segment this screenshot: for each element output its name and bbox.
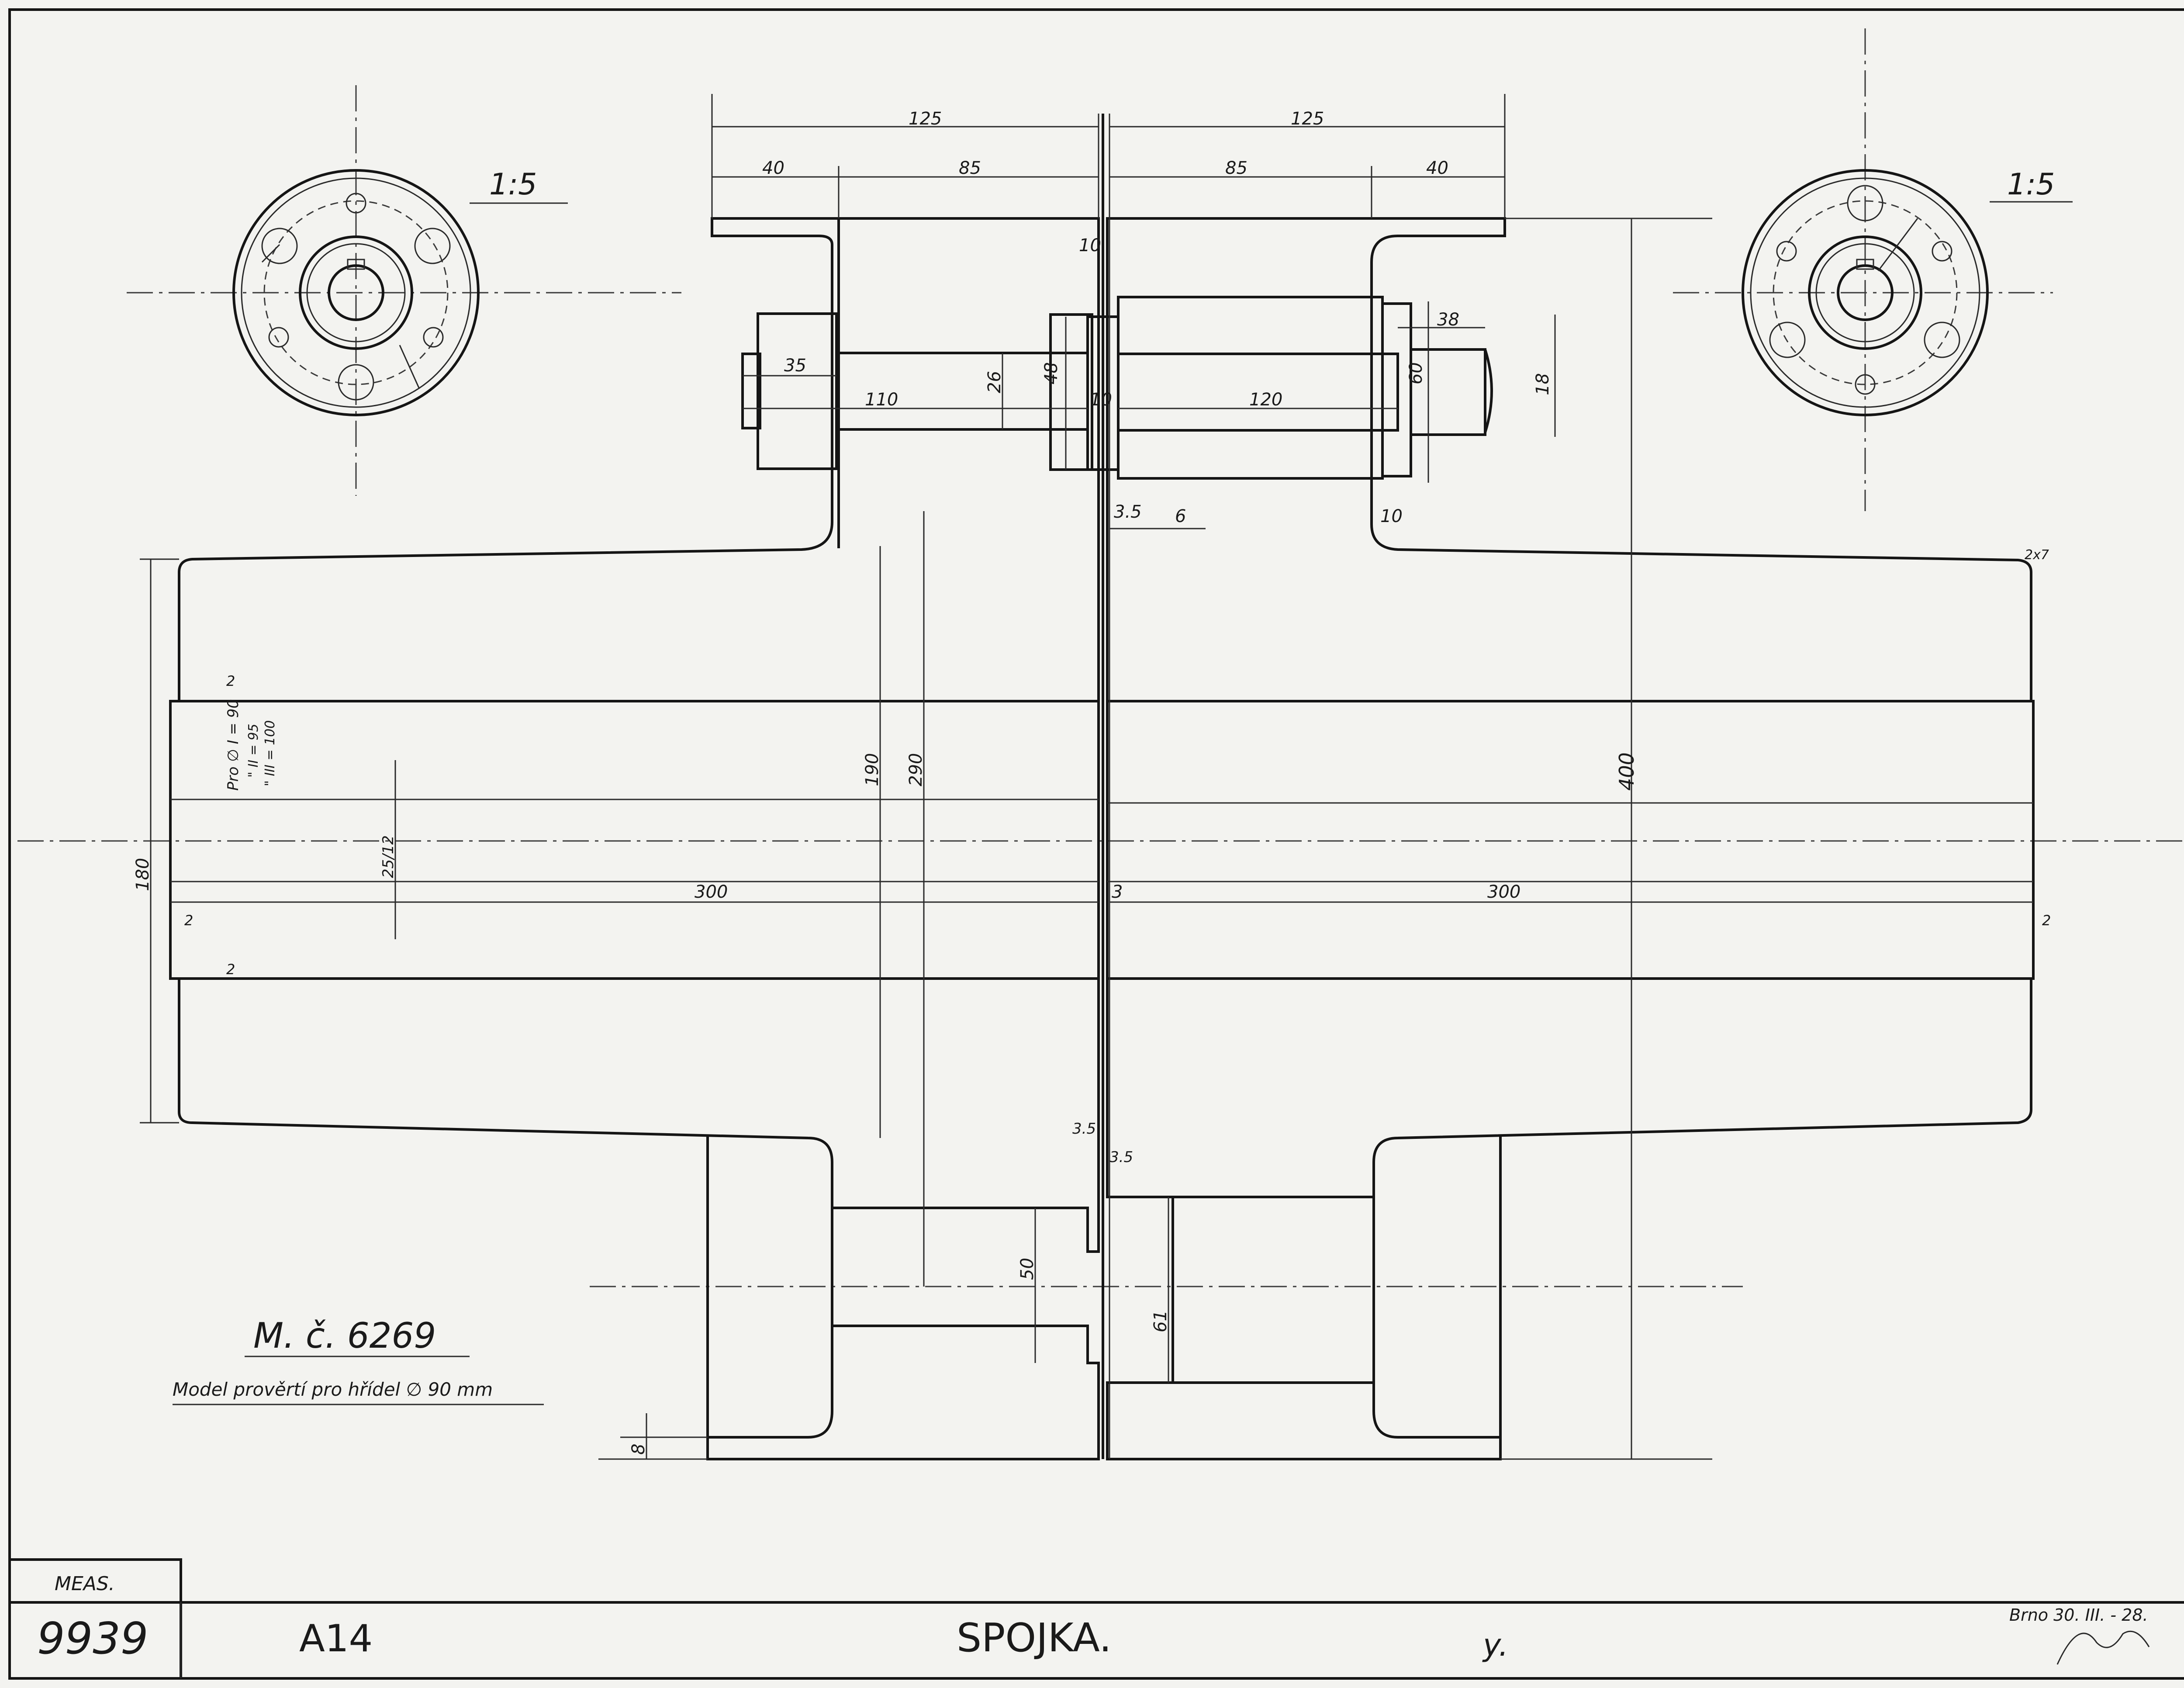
svg-text:50: 50 <box>1017 1258 1037 1280</box>
svg-text:2: 2 <box>226 673 235 689</box>
svg-text:110: 110 <box>865 390 898 410</box>
svg-text:40: 40 <box>762 158 784 178</box>
right-bush-lower <box>1117 429 1384 480</box>
svg-text:290: 290 <box>906 753 926 786</box>
svg-text:38: 38 <box>1437 310 1459 330</box>
svg-text:61: 61 <box>1151 1310 1171 1332</box>
svg-text:8: 8 <box>629 1444 649 1455</box>
svg-text:48: 48 <box>1041 362 1061 384</box>
model-note: Model prověrtí pro hřídel ∅ 90 mm <box>173 1379 493 1400</box>
bore-note-1: Pro ∅ I = 90 <box>225 699 242 791</box>
signature-scribble <box>2056 1630 2150 1665</box>
svg-text:10: 10 <box>1090 390 1112 410</box>
svg-text:10: 10 <box>1079 235 1101 256</box>
svg-text:85: 85 <box>1225 158 1248 178</box>
svg-text:2: 2 <box>184 912 193 929</box>
svg-text:2x7: 2x7 <box>2025 547 2049 563</box>
scale-label-left: 1:5 <box>489 167 537 202</box>
svg-text:300: 300 <box>1487 882 1521 902</box>
drawing-title: SPOJKA. <box>957 1615 1112 1661</box>
svg-text:35: 35 <box>784 356 806 376</box>
drawing-number: 9939 <box>37 1613 149 1664</box>
sheet-code: A14 <box>299 1617 373 1660</box>
svg-text:300: 300 <box>695 882 728 902</box>
model-number: M. č. 6269 <box>253 1315 436 1356</box>
right-bush-upper <box>1117 296 1384 355</box>
meas-label: MEAS. <box>55 1573 115 1595</box>
svg-text:3.5: 3.5 <box>1109 1148 1133 1166</box>
left-bolt-nut <box>757 312 838 470</box>
right-lower-flange <box>1106 977 2032 1460</box>
sheet-border <box>8 8 2184 1680</box>
right-upper-flange <box>1106 217 2032 702</box>
dimension-labels: 125 125 40 85 85 40 10 35 26 48 110 10 1… <box>133 109 2051 1455</box>
svg-text:190: 190 <box>862 753 882 786</box>
svg-text:85: 85 <box>959 158 981 178</box>
svg-text:3: 3 <box>1112 882 1123 902</box>
scale-label-right: 1:5 <box>2007 167 2055 202</box>
coupling-section <box>17 94 2184 1460</box>
left-lower-flange <box>178 977 1100 1460</box>
svg-text:6: 6 <box>1175 506 1186 526</box>
svg-text:125: 125 <box>909 109 942 129</box>
svg-text:120: 120 <box>1249 390 1282 410</box>
svg-text:40: 40 <box>1426 158 1448 178</box>
left-upper-flange <box>178 217 1100 702</box>
svg-text:400: 400 <box>1615 752 1638 791</box>
svg-text:3.5: 3.5 <box>1114 502 1142 522</box>
title-block <box>8 1558 2184 1680</box>
svg-text:18: 18 <box>1533 373 1553 395</box>
bore-note-3: " III = 100 <box>263 720 278 786</box>
right-end-view <box>1673 28 2053 511</box>
svg-text:10: 10 <box>1380 506 1403 526</box>
svg-text:26: 26 <box>985 371 1005 393</box>
svg-text:60: 60 <box>1406 362 1426 384</box>
date-note: Brno 30. III. - 28. <box>2009 1605 2148 1625</box>
svg-text:2: 2 <box>2042 912 2051 929</box>
svg-text:125: 125 <box>1291 109 1324 129</box>
svg-text:2: 2 <box>226 961 235 978</box>
svg-text:25/12: 25/12 <box>380 835 397 878</box>
svg-text:3.5: 3.5 <box>1072 1120 1096 1138</box>
bore-note-2: " II = 95 <box>246 724 261 778</box>
left-end-view <box>127 85 681 496</box>
signature-mark: y. <box>1482 1627 1508 1663</box>
svg-text:180: 180 <box>133 858 153 891</box>
dimension-lines <box>150 126 2033 1460</box>
